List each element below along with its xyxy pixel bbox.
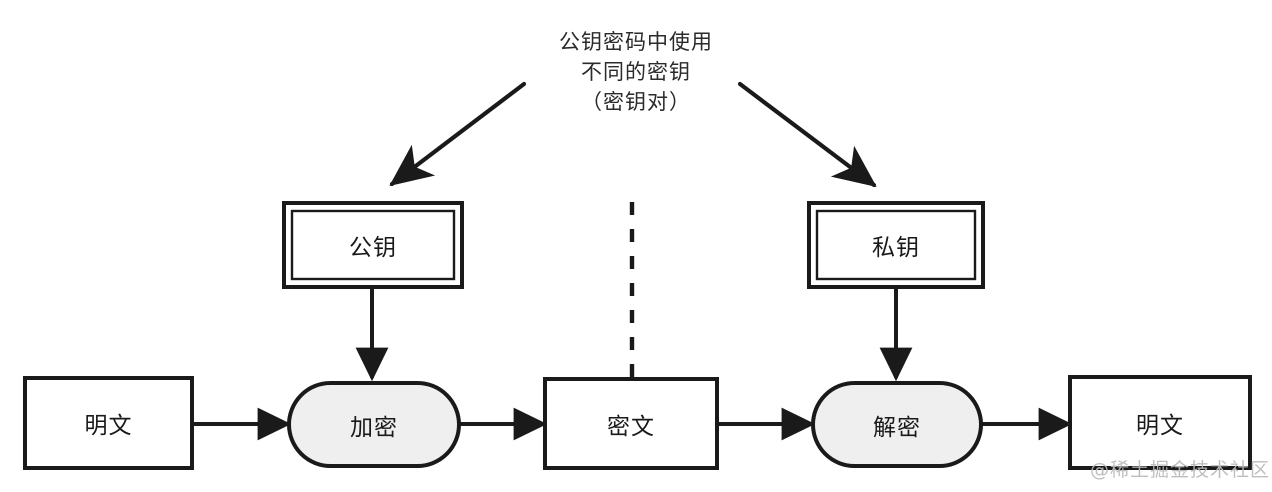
private-key-box <box>807 201 985 289</box>
annotation-line-3: （密钥对） <box>581 89 691 114</box>
annotation-arrow-to-public-key <box>389 81 527 187</box>
key-pair-annotation: 公钥密码中使用 不同的密钥 （密钥对） <box>505 28 767 117</box>
public-key-box <box>282 201 464 289</box>
encrypt-node <box>287 381 461 468</box>
annotation-line-1: 公钥密码中使用 <box>559 30 713 54</box>
plaintext-right-box <box>1068 375 1252 470</box>
decrypt-node <box>811 381 983 468</box>
annotation-line-2: 不同的密钥 <box>581 59 691 84</box>
ciphertext-box <box>543 377 719 470</box>
site-watermark: @稀土掘金技术社区 <box>1090 459 1271 481</box>
plaintext-left-box <box>23 376 194 470</box>
annotation-arrow-to-private-key <box>737 81 877 188</box>
